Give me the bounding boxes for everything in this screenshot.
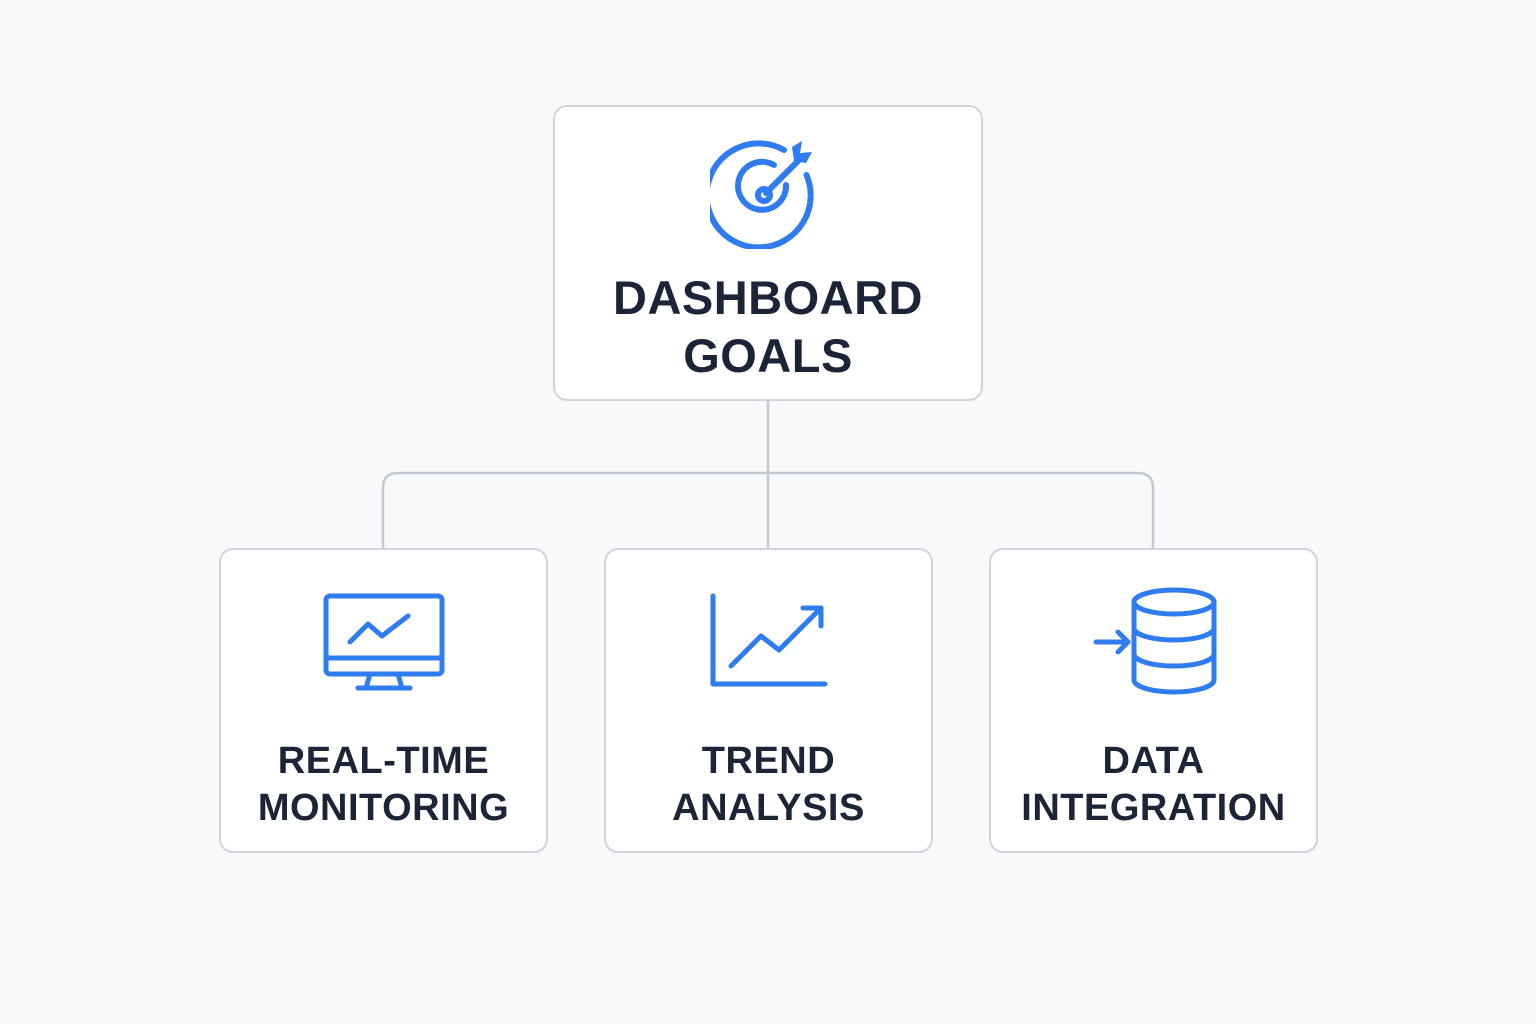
child-3-label-line1: DATA: [1102, 740, 1205, 782]
child-label-real-time-monitoring: REAL-TIME MONITORING: [258, 738, 509, 832]
child-2-label-line1: TREND: [701, 740, 836, 782]
root-label-line2: GOALS: [683, 329, 853, 382]
root-node-label: DASHBOARD GOALS: [613, 269, 923, 385]
target-icon: [710, 140, 814, 249]
child-node-data-integration: DATA INTEGRATION: [989, 548, 1318, 853]
child-node-trend-analysis: TREND ANALYSIS: [604, 548, 933, 853]
child-3-label-line2: INTEGRATION: [1021, 787, 1286, 829]
root-label-line1: DASHBOARD: [613, 271, 923, 324]
child-label-trend-analysis: TREND ANALYSIS: [672, 738, 865, 832]
database-import-icon: [1093, 587, 1216, 695]
monitor-chart-icon: [323, 593, 444, 691]
child-1-label-line2: MONITORING: [257, 787, 510, 829]
trend-up-icon: [710, 593, 827, 687]
connector-branch: [381, 471, 1155, 548]
child-2-label-line2: ANALYSIS: [672, 787, 865, 829]
child-label-data-integration: DATA INTEGRATION: [1021, 738, 1285, 832]
child-node-real-time-monitoring: REAL-TIME MONITORING: [219, 548, 548, 853]
child-1-label-line1: REAL-TIME: [277, 740, 490, 782]
root-node-dashboard-goals: DASHBOARD GOALS: [553, 105, 983, 401]
